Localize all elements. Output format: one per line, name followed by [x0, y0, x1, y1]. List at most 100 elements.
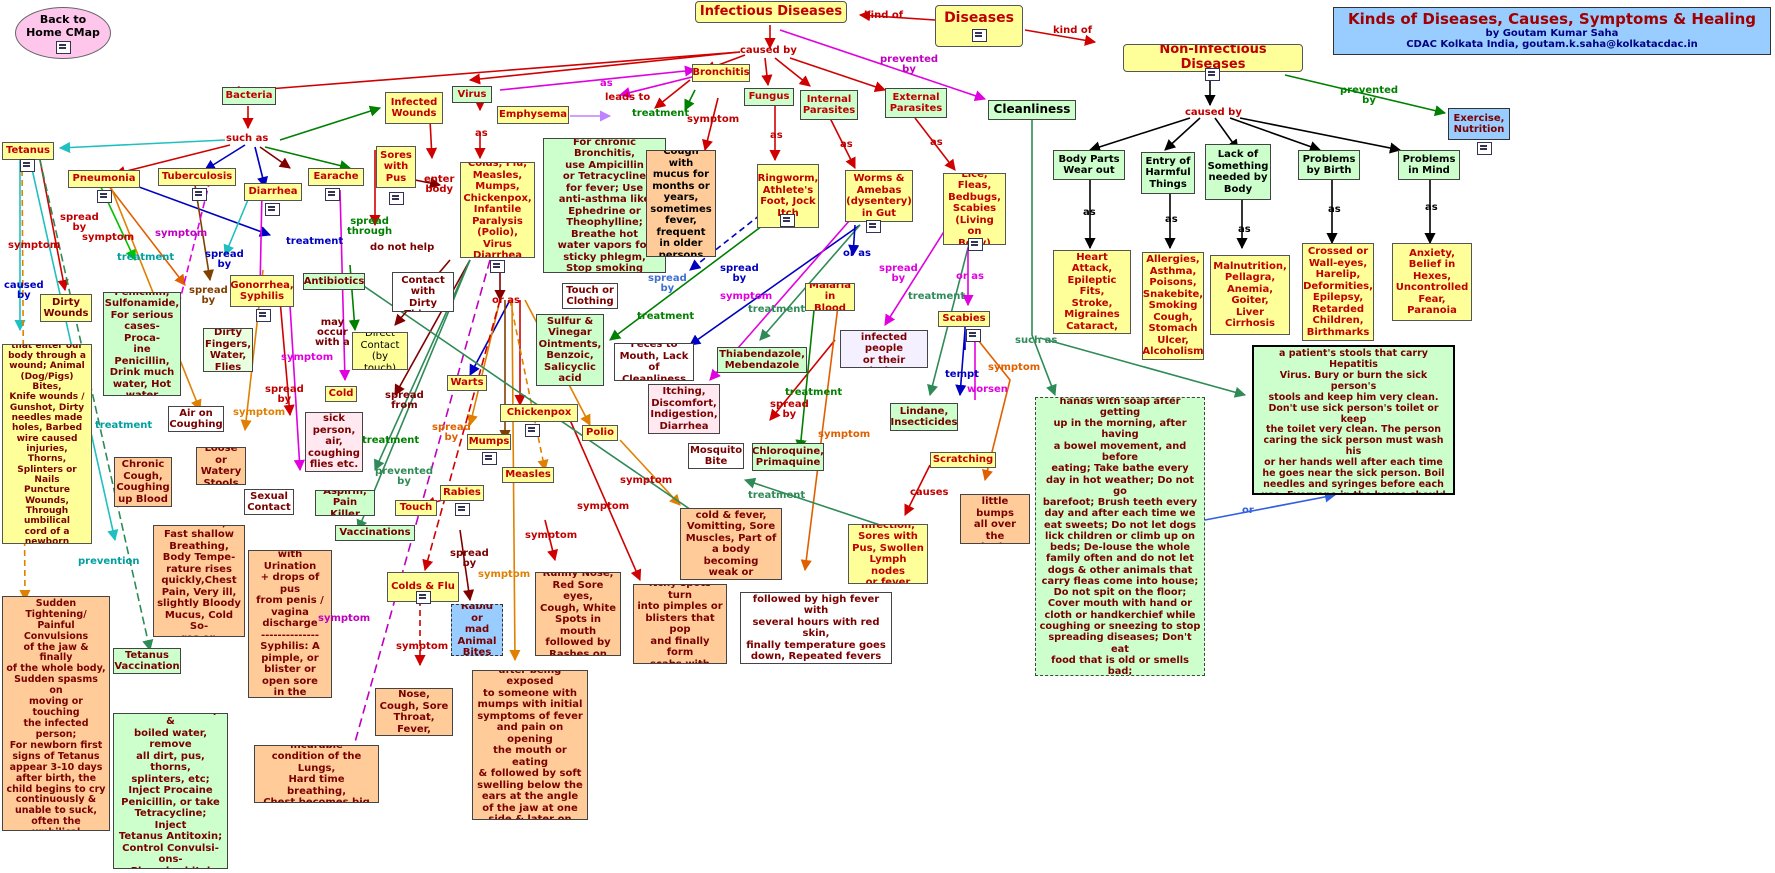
- node-lindane[interactable]: Lindane, Insecticides: [890, 403, 958, 431]
- link-label: as: [930, 137, 943, 148]
- node-tetanus-vaccination[interactable]: Tetanus Vaccination: [113, 648, 181, 674]
- node-mumps-symptoms[interactable]: Begins 2-3 weeks after being exposed to …: [472, 670, 588, 820]
- node-contact-infected[interactable]: Contact with infected people or their cl…: [840, 330, 928, 368]
- node-by-contact[interactable]: By Contact with Dirty Things: [392, 272, 454, 312]
- node-vaccinations[interactable]: Vaccinations: [335, 525, 415, 541]
- node-chickenpox-symptoms[interactable]: Many small, red, itchy spots turn into p…: [633, 584, 727, 664]
- node-emphysema[interactable]: Emphysema: [497, 106, 569, 124]
- node-dirty-fingers[interactable]: Dirty Fingers, Water, Flies: [203, 328, 253, 372]
- link-label: spread by: [265, 384, 304, 405]
- node-chronic-bronchitis-treatment[interactable]: For chronic Bronchitis, use Ampicillin o…: [543, 138, 666, 273]
- node-aspirin[interactable]: Aspirin, Pain Killer: [315, 490, 375, 516]
- node-scratching[interactable]: Scratching: [930, 452, 996, 468]
- node-cleanliness[interactable]: Cleanliness: [988, 100, 1076, 120]
- node-polio-symptoms[interactable]: Begins with a cold & fever, Vomitting, S…: [680, 508, 782, 580]
- node-malnutrition[interactable]: Malnutrition, Pellagra, Anemia, Goiter, …: [1210, 255, 1290, 335]
- node-chickenpox[interactable]: Chickenpox: [500, 404, 578, 422]
- node-exercise-nutrition[interactable]: Exercise, Nutrition: [1448, 108, 1510, 140]
- node-colds-flu-measles[interactable]: Colds, Flu, Measles, Mumps, Chickenpox, …: [460, 162, 535, 258]
- node-earache[interactable]: Earache: [308, 168, 364, 186]
- node-begins-chills[interactable]: Begins with Chills-Headache followed by …: [740, 592, 892, 664]
- link-label: symptom: [478, 569, 531, 580]
- node-external-parasites[interactable]: External Parasites: [885, 88, 947, 118]
- link-label: symptom: [82, 232, 135, 243]
- node-infection-sores[interactable]: Infection, Sores with Pus, Swollen Lymph…: [848, 524, 928, 584]
- node-itchy-bumps[interactable]: Very Itchy little bumps all over the bod…: [960, 494, 1030, 544]
- node-touch-clothing[interactable]: Touch or Clothing: [562, 283, 618, 309]
- node-gonorrhea-syphilis[interactable]: Gonorrhea, Syphilis: [230, 275, 294, 307]
- node-measles[interactable]: Measles: [502, 467, 554, 483]
- node-problems-birth[interactable]: Problems by Birth: [1298, 150, 1360, 180]
- node-bronchitis[interactable]: Bronchitis: [692, 64, 750, 82]
- node-gonoria-pain[interactable]: Gonoria: Pain with Urination + drops of …: [248, 550, 332, 698]
- node-sulfur-vinegar[interactable]: Sulfur & Vinegar Ointments, Benzoic, Sal…: [536, 314, 604, 386]
- back-to-home-button[interactable]: Back to Home CMap: [15, 7, 111, 59]
- node-scabies[interactable]: Scabies: [938, 311, 990, 327]
- node-entry-harmful[interactable]: Entry of Harmful Things: [1141, 152, 1195, 194]
- node-germs-animal[interactable]: Germs in animal /people feces that enter…: [2, 344, 92, 544]
- title-block: Kinds of Diseases, Causes, Symptoms & He…: [1333, 7, 1771, 55]
- node-worms-amebas[interactable]: Worms & Amebas (dysentery) in Gut: [845, 170, 913, 222]
- node-tetanus[interactable]: Tetanus: [2, 142, 54, 160]
- node-polio[interactable]: Polio: [582, 425, 618, 441]
- node-mumps[interactable]: Mumps: [467, 434, 511, 450]
- node-open-wound[interactable]: Open the wound (often with pus) & wash i…: [113, 713, 228, 869]
- link-label: may occur with a: [315, 317, 350, 348]
- node-sexual-contact[interactable]: Sexual Contact: [244, 489, 294, 515]
- node-lack-something[interactable]: Lack of Something needed by Body: [1205, 144, 1271, 200]
- node-anxiety[interactable]: Anxiety, Belief in Hexes, Uncontrolled F…: [1392, 243, 1472, 321]
- node-fungus[interactable]: Fungus: [744, 88, 794, 106]
- node-virus[interactable]: Virus: [452, 86, 492, 103]
- node-problems-mind[interactable]: Problems in Mind: [1398, 150, 1460, 180]
- node-infected-wound-symptoms[interactable]: Infected Wound, Swallowing Difficulty, L…: [2, 596, 110, 831]
- back-to-home-label: Back to Home CMap: [26, 12, 100, 39]
- node-touch[interactable]: Touch: [395, 500, 437, 516]
- node-runny-nose[interactable]: Runny Nose, Cough, Sore Throat, Fever, J…: [375, 688, 453, 736]
- node-chloroquine[interactable]: Chloroquine, Primaquine: [752, 443, 824, 471]
- node-antibiotics[interactable]: Antibiotics: [303, 273, 365, 290]
- node-cough-mucus[interactable]: Cough with mucus for months or years, so…: [646, 150, 716, 257]
- node-body-parts[interactable]: Body Parts Wear out: [1053, 150, 1125, 180]
- node-diarrhea[interactable]: Diarrhea: [244, 183, 302, 201]
- node-mosquito-bite[interactable]: Mosquito Bite: [688, 443, 744, 469]
- node-lungs-infection[interactable]: Lungs Infection, Fast shallow Breathing,…: [153, 525, 245, 637]
- node-internal-parasites[interactable]: Internal Parasites: [800, 90, 858, 120]
- node-cold[interactable]: Cold: [325, 386, 357, 402]
- node-serious-lungs[interactable]: A serious & incurable condition of the L…: [254, 745, 379, 803]
- node-bacteria[interactable]: Bacteria: [222, 87, 276, 105]
- node-great-cleanliness[interactable]: Great cleanliness is must to avoid conta…: [1252, 345, 1455, 495]
- node-itching[interactable]: Itching, Discomfort, Indigestion, Diarrh…: [648, 384, 720, 434]
- cmap-link-icon: [416, 591, 431, 604]
- node-tuberculosis[interactable]: Tuberculosis: [158, 168, 236, 186]
- link-label: such as: [226, 133, 269, 144]
- link-label: treatment: [95, 420, 153, 431]
- node-sick-person[interactable]: sick person, air, coughing flies etc.: [305, 412, 363, 472]
- node-rabies[interactable]: Rabies: [440, 485, 484, 501]
- node-antibiotics-penicillin[interactable]: Antibiotics - Penicillin, Sulfonamide, F…: [103, 292, 181, 396]
- node-warts[interactable]: Warts: [447, 375, 487, 391]
- link-label: treatment: [286, 236, 344, 247]
- node-dirty-wounds[interactable]: Dirty Wounds: [40, 294, 92, 322]
- node-infectious-diseases[interactable]: Infectious Diseases: [695, 1, 847, 23]
- node-crossed-eyes[interactable]: Crossed or Wall-eyes, Harelip, Deformiti…: [1302, 243, 1374, 341]
- node-measles-symptoms[interactable]: Cold Fever, Runny Nose, Red Sore eyes, C…: [535, 572, 621, 656]
- node-feces-mouth[interactable]: Feces to Mouth, Lack of Cleanliness: [614, 343, 694, 381]
- node-rheumatism[interactable]: Rheumatism, Heart Attack, Epileptic Fits…: [1053, 250, 1131, 334]
- node-pneumonia[interactable]: Pneumonia: [68, 170, 140, 188]
- node-rabid-bites[interactable]: Rabid or mad Animal Bites: [451, 604, 503, 656]
- node-loose-stools[interactable]: Loose or Watery Stools: [196, 447, 246, 485]
- node-sores-pus[interactable]: Sores with Pus: [376, 146, 416, 188]
- node-non-infectious-diseases[interactable]: Non-Infectious Diseases: [1123, 44, 1303, 72]
- cmap-link-icon: [325, 188, 340, 201]
- node-chronic-cough[interactable]: Chronic Cough, Coughing up Blood: [114, 457, 172, 507]
- link-label: such as: [1015, 335, 1058, 346]
- node-diseases[interactable]: Diseases: [935, 5, 1023, 47]
- node-air-coughing[interactable]: Air on Coughing: [168, 406, 224, 432]
- node-thiabendazole[interactable]: Thiabendazole, Mebendazole: [717, 347, 807, 373]
- node-direct-contact[interactable]: Direct Contact (by touch): [352, 332, 408, 370]
- node-lice-fleas[interactable]: Lice, Fleas, Bedbugs, Scabies (Living on…: [943, 173, 1006, 245]
- node-malaria[interactable]: Malaria in Blood: [805, 283, 855, 311]
- node-use-latrines[interactable]: Use latrines, clean water; Protect foods…: [1035, 397, 1205, 676]
- node-infected-wounds[interactable]: Infected Wounds: [385, 92, 443, 124]
- node-allergies[interactable]: Allergies, Asthma, Poisons, Snakebite, S…: [1142, 252, 1204, 360]
